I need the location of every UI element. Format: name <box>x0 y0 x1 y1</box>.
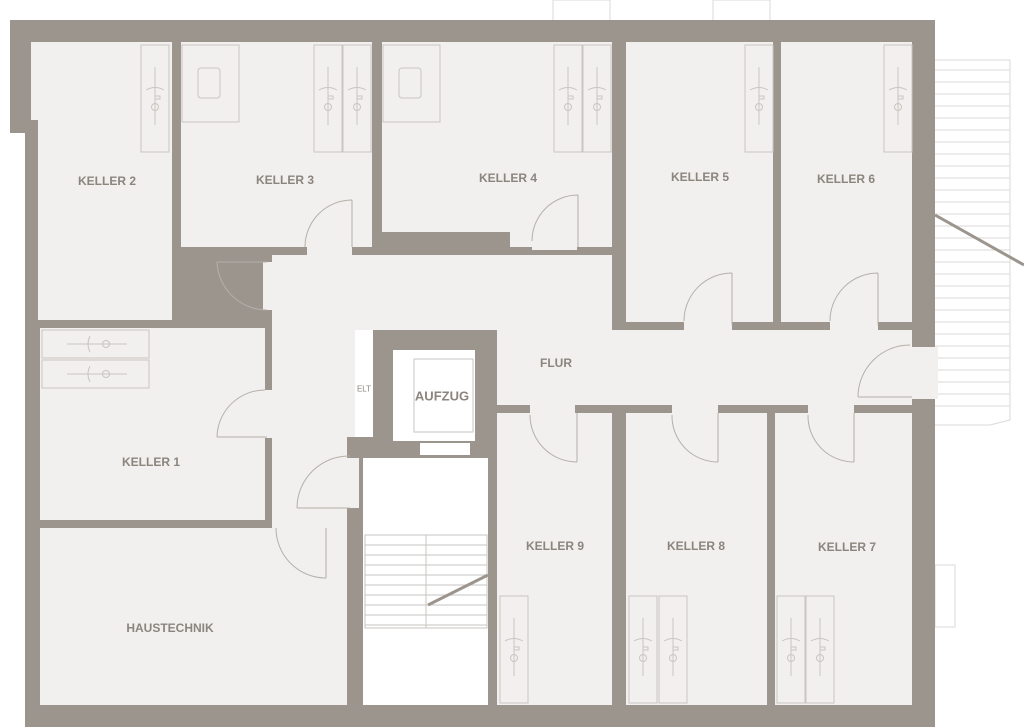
bicycle-icon <box>499 595 529 704</box>
bicycle-icon <box>41 329 150 359</box>
bicycle-icon <box>883 44 913 153</box>
label-haustechnik: HAUSTECHNIK <box>126 621 214 635</box>
room-keller-8 <box>626 413 767 705</box>
room-keller-2 <box>31 42 172 320</box>
room-keller-7 <box>775 413 912 705</box>
bicycle-icon <box>805 595 835 704</box>
elevator-cab <box>413 358 474 433</box>
storage-units <box>181 44 441 123</box>
label-keller-4: KELLER 4 <box>478 171 538 185</box>
label-elt: ELT <box>356 384 372 394</box>
stairs <box>364 534 488 629</box>
label-keller-7: KELLER 7 <box>817 540 877 554</box>
label-aufzug: AUFZUG <box>414 388 470 404</box>
bicycle-icon <box>313 44 343 153</box>
room-haustechnik <box>40 528 347 705</box>
room-keller-9 <box>497 413 612 705</box>
bicycle-icon <box>553 44 583 153</box>
label-keller-5: KELLER 5 <box>670 170 730 184</box>
label-keller-3: KELLER 3 <box>255 173 315 187</box>
bicycle-icon <box>140 44 170 153</box>
label-keller-1: KELLER 1 <box>121 455 181 469</box>
room-elt <box>355 330 373 437</box>
bicycle-icon <box>776 595 806 704</box>
bicycle-icon <box>744 44 774 153</box>
washing-machine-icon <box>398 67 422 99</box>
label-keller-2: KELLER 2 <box>77 174 137 188</box>
bicycle-icon <box>628 595 658 704</box>
room-keller-6 <box>781 42 912 322</box>
room-keller-1 <box>40 328 265 520</box>
bicycle-icon <box>582 44 612 153</box>
label-keller-9: KELLER 9 <box>525 539 585 553</box>
bike-storage <box>41 44 913 704</box>
doors <box>216 194 938 579</box>
room-flur <box>272 255 912 580</box>
washing-machine-icon <box>197 67 221 99</box>
room-floors <box>31 42 912 705</box>
window <box>712 0 771 23</box>
room-keller-5 <box>626 42 773 322</box>
elevator-shaft <box>393 350 475 441</box>
exterior-stairs <box>934 59 1024 628</box>
bicycle-icon <box>658 595 688 704</box>
window <box>552 0 611 23</box>
label-keller-8: KELLER 8 <box>666 539 726 553</box>
label-flur: FLUR <box>540 356 572 370</box>
bicycle-icon <box>41 359 150 389</box>
bicycle-icon <box>342 44 372 153</box>
room-keller-3 <box>181 42 372 247</box>
label-keller-6: KELLER 6 <box>816 172 876 186</box>
